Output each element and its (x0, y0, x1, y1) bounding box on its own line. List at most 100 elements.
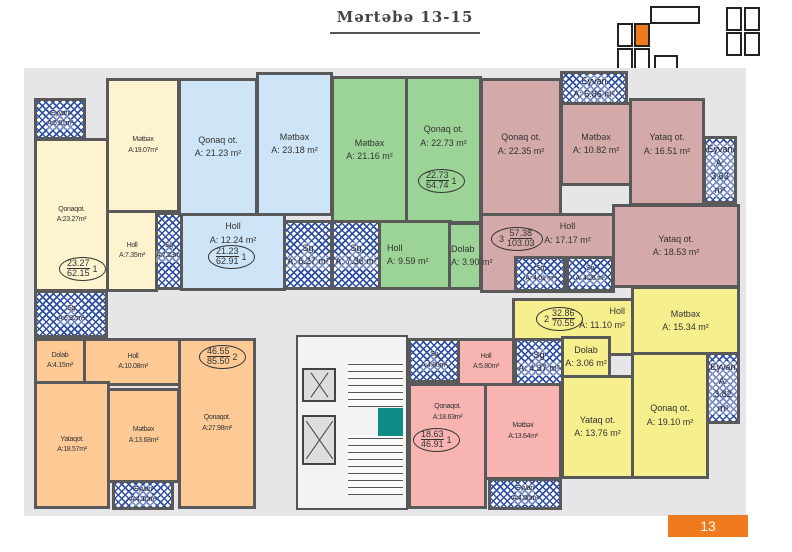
room-name: Eyvan (707, 143, 733, 157)
living-area: 32.86 (552, 308, 575, 320)
room-count: 3 (499, 233, 505, 244)
room-count: 2 (232, 351, 238, 362)
room-area: A: 3.63 m² (706, 156, 734, 197)
room-area: A: 22.73 m² (420, 137, 467, 148)
room-area: A: 9.59 m² (387, 256, 429, 266)
elevator-icon (302, 415, 336, 465)
room-area: A: 13.76 m² (574, 428, 621, 438)
room-name: Dolab (451, 243, 475, 254)
room-name: Qonaq ot. (423, 124, 464, 134)
room-name: Sg (302, 241, 314, 255)
room-area: A:5.61m² (47, 119, 73, 130)
room-qonaq[interactable]: Qonaq ot.A: 19.10 m² (631, 352, 709, 479)
room-area: A: 10.82 m² (572, 145, 620, 155)
room-area: A:4.80m² (421, 360, 447, 371)
room-name: Sg (533, 348, 545, 362)
room-area: A: 21.16 m² (346, 151, 393, 161)
living-area: 21.23 (216, 246, 239, 258)
room-area: A: 3.82 m² (709, 374, 737, 415)
room-area: A:18.57m² (57, 446, 87, 453)
total-area: 85.50 (207, 356, 230, 367)
room-area: A: 7.36 m² (335, 255, 377, 269)
room-yataq[interactable]: Yataq ot.A: 13.76 m² (561, 375, 634, 479)
staircase (348, 362, 403, 407)
room-area: A: 6.27 m² (287, 255, 329, 269)
room-area: A: 22.35 m² (497, 145, 545, 156)
elevator-icon (302, 368, 336, 402)
room-metbex[interactable]: Mətbəx A: 15.34 m² (631, 286, 740, 356)
room-area: A:13.68m² (128, 436, 159, 444)
room-area: A:4.15m² (47, 362, 73, 369)
room-area: A: 15.34 m² (662, 322, 709, 332)
room-name: Sg (67, 303, 75, 314)
room-name: Holl (609, 306, 625, 316)
room-name: Sg (586, 263, 594, 274)
room-name: Sg (350, 241, 362, 255)
room-name: Sg (430, 350, 438, 361)
minimap-block (650, 6, 700, 24)
room-dolab[interactable]: Dolab A: 3.90 m² (448, 222, 493, 290)
room-name: Dolab (51, 351, 69, 359)
room-name: Holl (225, 221, 241, 231)
room-qonaq[interactable]: Qonaq ot.A: 22.35 m² (480, 78, 562, 218)
room-qonaq[interactable]: Qonaq ot.A: 21.23 m² (178, 78, 258, 216)
room-name: Qonaqot. (203, 414, 231, 421)
room-yataq[interactable]: Yataq ot.A: 16.51 m² (629, 98, 705, 206)
room-name: Mətbəx (670, 308, 701, 319)
room-qonaq[interactable]: Qonaq ot. A: 22.73 m² (405, 76, 482, 224)
stair-landing (378, 408, 403, 436)
title-underline (330, 32, 480, 34)
room-count: 1 (451, 175, 457, 186)
room-name: Qonaq ot. (198, 134, 238, 145)
total-area: 64.74 (426, 180, 449, 191)
room-count: 1 (241, 251, 247, 262)
total-area: 62.15 (67, 268, 90, 279)
living-area: 18.63 (421, 429, 444, 441)
room-name: Eyvan (581, 74, 607, 88)
total-area: 46.91 (421, 439, 444, 450)
living-area: 57.38 (509, 228, 533, 240)
room-area: A:27.98m² (202, 424, 232, 432)
room-name: Yataq ot. (658, 233, 694, 244)
room-yataq[interactable]: Yataq ot.A: 18.53 m² (612, 204, 740, 288)
room-yataq[interactable]: Yataqot.A:18.57m² (34, 381, 110, 509)
room-name: Qonaqot. (434, 403, 461, 410)
total-area: 70.55 (552, 318, 575, 329)
room-area: A: 3.90 m² (451, 257, 493, 267)
staircase (348, 435, 403, 495)
